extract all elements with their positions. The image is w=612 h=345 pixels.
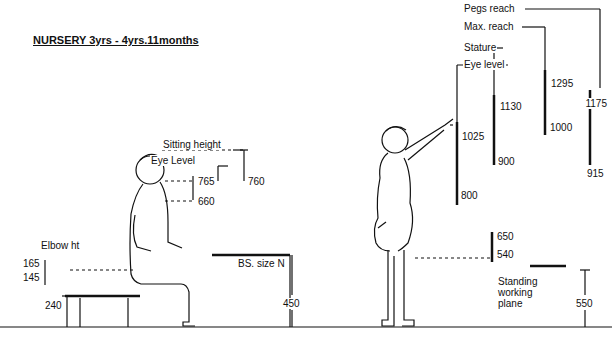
dimension-name: Eye Level [150, 155, 196, 166]
diagram-title: NURSERY 3yrs - 4yrs.11months [33, 34, 199, 46]
dimension-name: Max. reach [463, 21, 514, 32]
dimension-value: 1175 [584, 98, 608, 109]
dimension-value: 900 [497, 156, 516, 167]
dimension-value: 1025 [461, 131, 485, 142]
dimension-value: 450 [282, 298, 301, 309]
dimension-name: Stature [463, 42, 497, 53]
dimension-value: 550 [575, 298, 594, 309]
dimension-value: 1000 [549, 122, 573, 133]
dimension-value: 1295 [550, 78, 574, 89]
dimension-value: 765 [197, 176, 216, 187]
dimension-value: 240 [44, 300, 63, 311]
dimension-value: 915 [586, 168, 605, 179]
dimension-value: 165 [22, 258, 41, 269]
dimension-value: 650 [496, 231, 515, 242]
dimension-name: Sitting height [162, 139, 222, 150]
dimension-name: Pegs reach [463, 3, 516, 14]
dimension-value: 540 [496, 249, 515, 260]
dimension-value: 760 [247, 176, 266, 187]
dimension-value: 660 [197, 196, 216, 207]
dimension-name: Eye level [463, 59, 506, 70]
dimension-value: 800 [460, 190, 479, 201]
dimension-name: BS. size N [237, 258, 286, 269]
dimension-value: 1130 [499, 101, 523, 112]
note-text: Standing working plane [497, 276, 549, 309]
dimension-value: 145 [22, 272, 41, 283]
dimension-name: Elbow ht [40, 240, 80, 251]
